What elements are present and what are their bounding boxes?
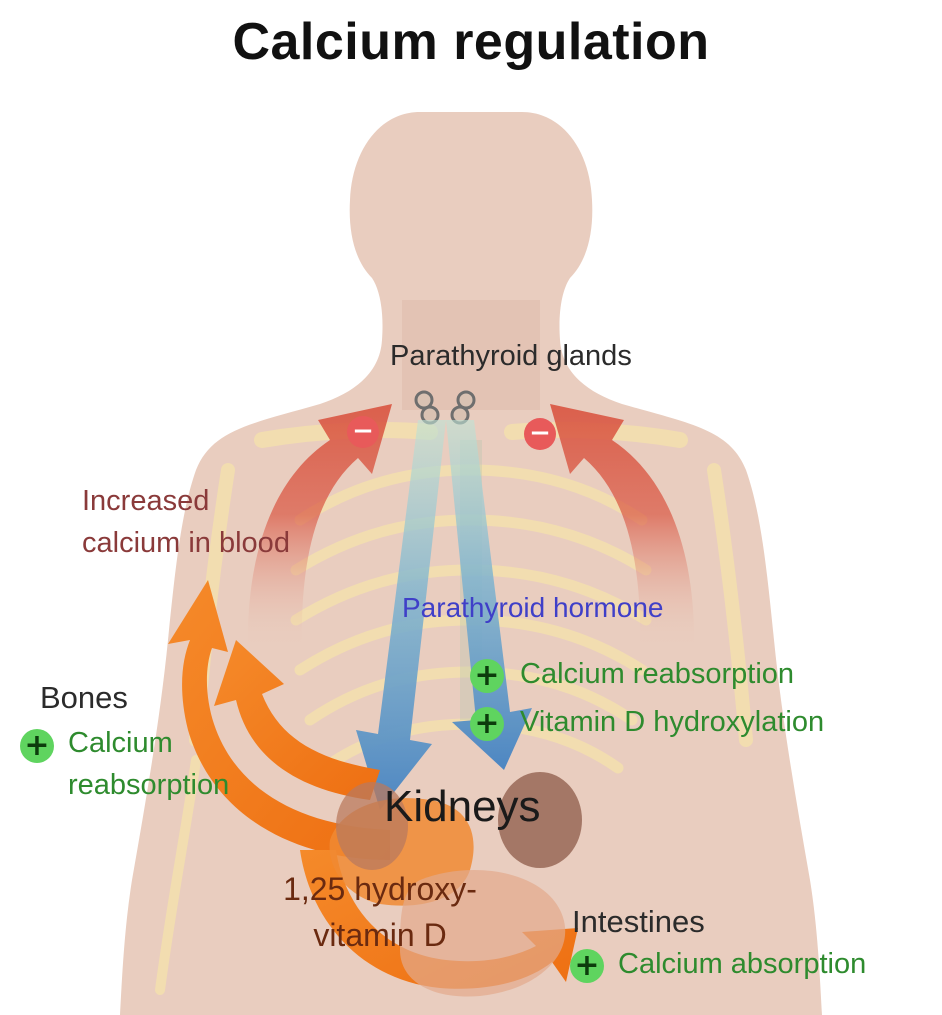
label-bones-calcium-line2: reabsorption: [68, 764, 229, 806]
label-parathyroid-hormone: Parathyroid hormone: [402, 592, 663, 624]
label-increased-calcium-line1: Increased: [82, 480, 290, 522]
label-vitamin-d-line2: vitamin D: [250, 912, 510, 958]
label-intestines: Intestines: [572, 904, 705, 940]
minus-icon: −: [524, 418, 556, 450]
plus-icon: +: [470, 659, 504, 693]
plus-icon: +: [470, 707, 504, 741]
label-calcium-absorption: Calcium absorption: [618, 948, 866, 981]
minus-icon: −: [347, 416, 379, 448]
label-vitamin-d-line1: 1,25 hydroxy-: [250, 866, 510, 912]
label-parathyroid-glands: Parathyroid glands: [390, 340, 632, 373]
label-bones: Bones: [40, 680, 128, 716]
label-kidney-calcium-reabsorption: Calcium reabsorption: [520, 658, 794, 691]
label-bones-calcium-reabsorption: Calcium reabsorption: [68, 722, 229, 806]
label-vitamin-d: 1,25 hydroxy- vitamin D: [250, 866, 510, 958]
label-vitamin-d-hydroxylation: Vitamin D hydroxylation: [520, 706, 824, 739]
label-kidneys: Kidneys: [384, 782, 541, 832]
label-increased-calcium: Increased calcium in blood: [82, 480, 290, 564]
plus-icon: +: [570, 949, 604, 983]
label-increased-calcium-line2: calcium in blood: [82, 522, 290, 564]
plus-icon: +: [20, 729, 54, 763]
page-title: Calcium regulation: [0, 12, 942, 72]
label-bones-calcium-line1: Calcium: [68, 722, 229, 764]
